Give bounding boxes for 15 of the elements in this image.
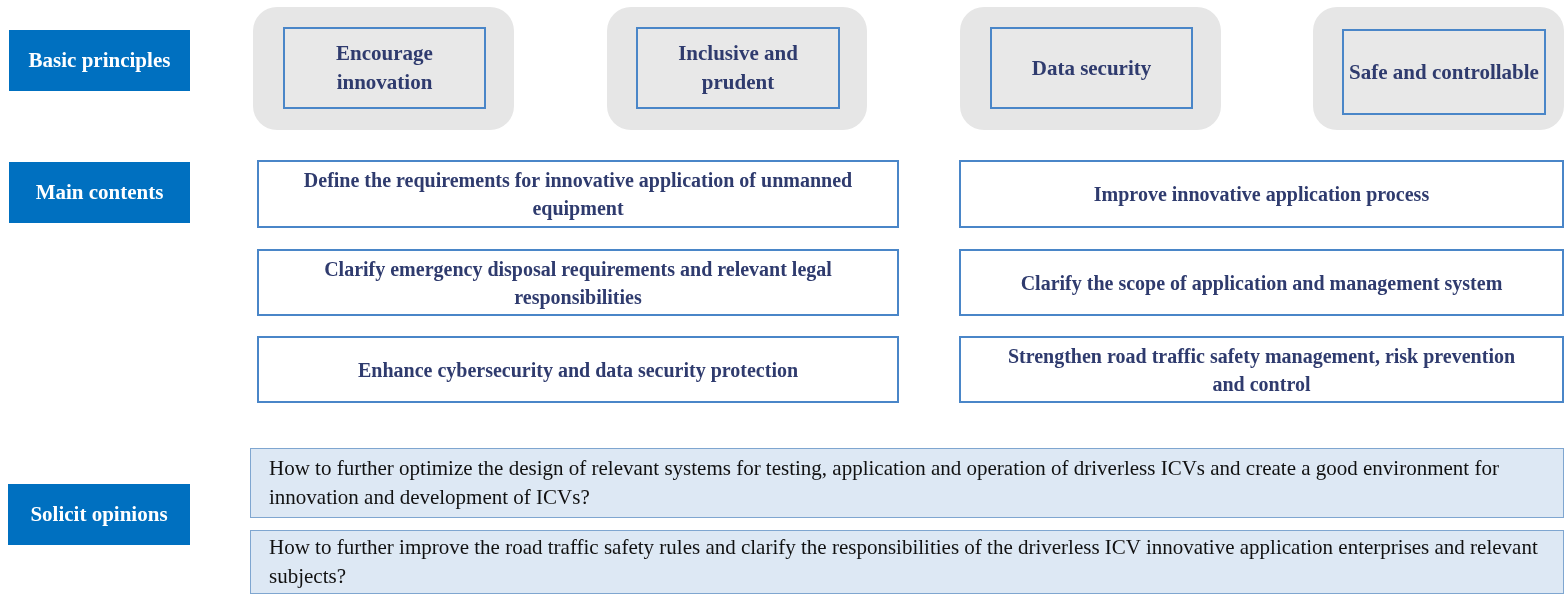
section-label: Basic principles <box>9 30 190 91</box>
principle-box: Inclusive and prudent <box>636 27 840 109</box>
principle-box: Safe and controllable <box>1342 29 1546 115</box>
content-box: Improve innovative application process <box>959 160 1564 228</box>
principle-box: Encourage innovation <box>283 27 486 109</box>
content-box: Define the requirements for innovative application of unmanned equipment <box>257 160 899 228</box>
content-box: Clarify the scope of application and management system <box>959 249 1564 316</box>
content-box: Strengthen road traffic safety management, risk prevention and control <box>959 336 1564 403</box>
content-box: Clarify emergency disposal requirements and relevant legal responsibilities <box>257 249 899 316</box>
section-label: Main contents <box>9 162 190 223</box>
question-box: How to further optimize the design of relevant systems for testing, application and operation of driverless ICVs and create a good environment for innovation and development of ICVs? <box>250 448 1564 518</box>
question-box: How to further improve the road traffic safety rules and clarify the responsibilities of the driverless ICV innovative application enterprises and relevant subjects? <box>250 530 1564 594</box>
principle-box: Data security <box>990 27 1193 109</box>
content-box: Enhance cybersecurity and data security protection <box>257 336 899 403</box>
section-label: Solicit opinions <box>8 484 190 545</box>
